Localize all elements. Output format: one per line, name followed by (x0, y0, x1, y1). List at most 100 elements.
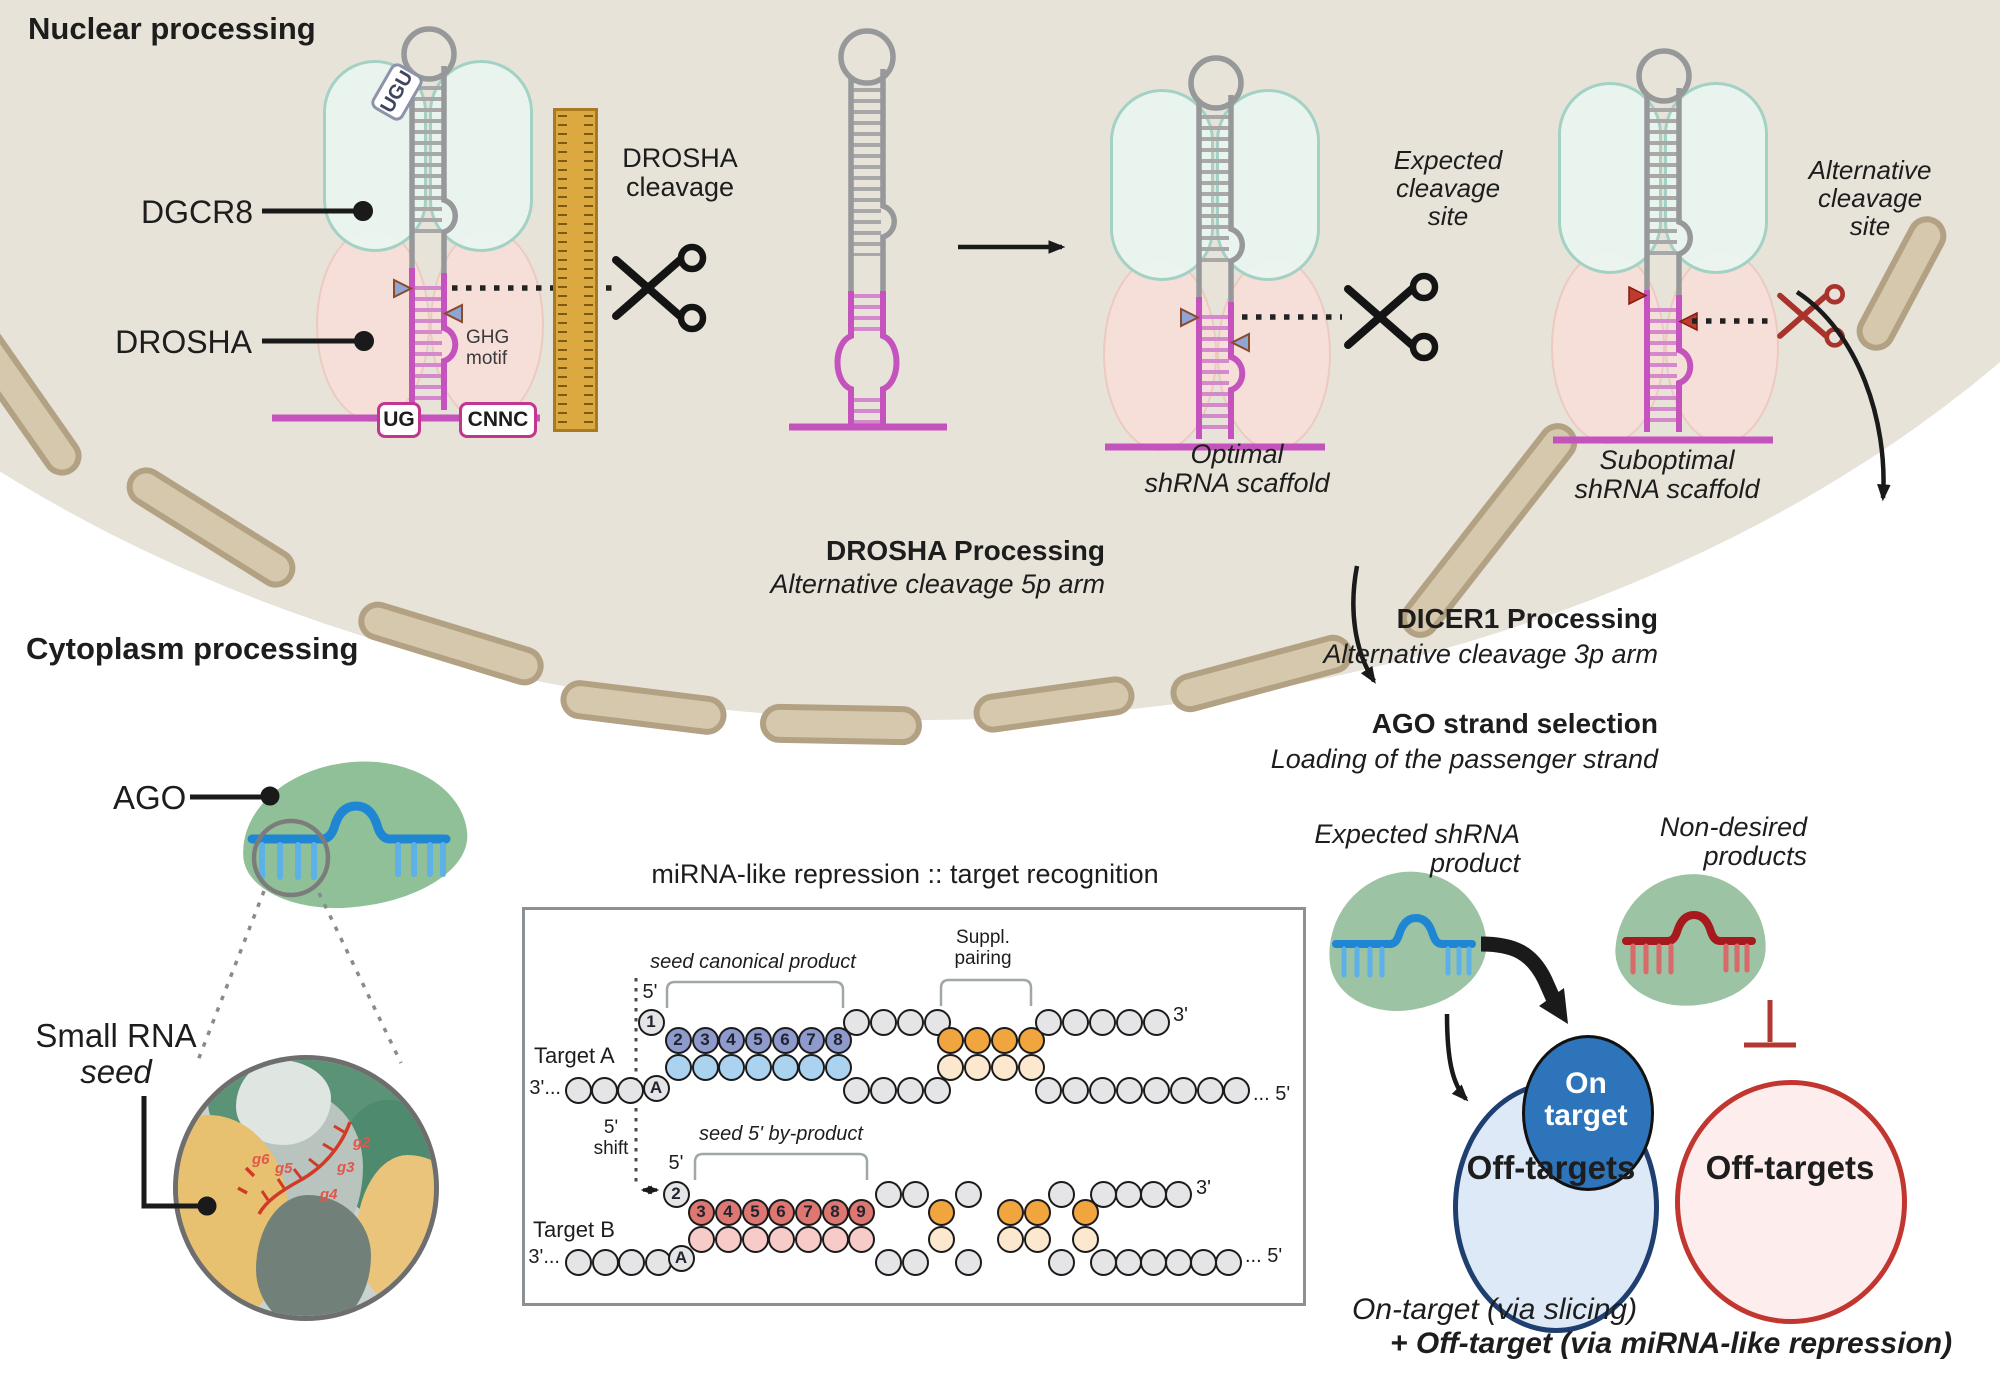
ug-motif-label: UG (383, 408, 415, 431)
nucleotide-circle (1047, 1248, 1075, 1276)
nucleotide-circle: 9 (847, 1198, 875, 1226)
alternative-site-line2: cleavage (1817, 183, 1923, 214)
drosha-cleavage-line1: DROSHA (622, 143, 738, 173)
nucleotide-circle (1114, 1248, 1142, 1276)
nucleotide-circle (842, 1008, 870, 1036)
nucleotide-circle (767, 1225, 795, 1253)
optimal-line2: shRNA scaffold (1144, 468, 1330, 499)
suboptimal-line2: shRNA scaffold (1574, 474, 1760, 505)
guide-rna-blue (247, 801, 451, 880)
nucleotide-circle (591, 1248, 619, 1276)
nucleotide-circle (1017, 1053, 1045, 1081)
thick-arrow-on-target (1480, 936, 1568, 1024)
nucleotide-circle (564, 1076, 592, 1104)
nucleotide-circle (1061, 1008, 1089, 1036)
off-targets-right-label: Off-targets (1705, 1149, 1875, 1186)
three-prime-dots-a: 3'... (529, 1077, 561, 1099)
ago-selection-title: AGO strand selection (1371, 708, 1658, 739)
nucleotide-circle (901, 1180, 929, 1208)
nucleotide-circle (824, 1053, 852, 1081)
label-pointers (141, 201, 374, 1216)
nucleotide-circle (896, 1008, 924, 1036)
nucleotide-circle (1189, 1248, 1217, 1276)
suppl-pairing-label: Suppl. pairing (954, 927, 1011, 969)
ago-selection-block: AGO strand selection Loading of the pass… (1270, 708, 1658, 775)
nucleotide-circle (927, 1225, 955, 1253)
caption-on-target: On-target (via slicing) (1352, 1293, 1638, 1326)
suppl-bracket (939, 978, 1033, 1006)
nucleotide-circle (1047, 1180, 1075, 1208)
seed-position-label: g5 (275, 1160, 293, 1177)
on-target-line1: On (1565, 1067, 1607, 1100)
nucleotide-circle (717, 1053, 745, 1081)
nucleotide-circle: 4 (717, 1026, 745, 1054)
basepair-rungs (1649, 108, 1677, 260)
magnifier-cone-dotted (195, 890, 403, 1064)
ghg-line1: GHG (466, 327, 510, 348)
dicer-processing-subtitle: Alternative cleavage 3p arm (1323, 639, 1658, 670)
magnifier-ring (251, 818, 331, 898)
panel-title: miRNA-like repression :: target recognit… (651, 859, 1159, 889)
nucleotide-circle: 2 (662, 1180, 690, 1208)
nucleotide-circle: 5 (741, 1198, 769, 1226)
ruler-ticks (584, 115, 593, 425)
seed-position-label: g6 (252, 1151, 270, 1168)
dicer-processing-block: DICER1 Processing Alternative cleavage 3… (1323, 603, 1658, 670)
cnnc-motif-label: CNNC (467, 408, 529, 431)
nuclear-processing-title: Nuclear processing (28, 11, 316, 46)
ghg-line2: motif (466, 347, 508, 369)
off-targets-left-label: Off-targets (1466, 1149, 1636, 1186)
nucleotide-circle (936, 1026, 964, 1054)
optimal-scaffold-label: Optimal shRNA scaffold (1144, 439, 1330, 499)
nucleotide-circle (963, 1053, 991, 1081)
target-recognition-panel (522, 907, 1306, 1306)
alternative-cleavage-site-label: Alternative cleavage site (1809, 156, 1932, 240)
five-prime-b: 5' (668, 1152, 684, 1174)
expected-site-line3: site (1427, 201, 1469, 232)
nucleotide-circle (954, 1180, 982, 1208)
nucleotide-circle: 6 (771, 1026, 799, 1054)
ruler-ticks (558, 115, 567, 425)
nucleotide-circle (664, 1053, 692, 1081)
nucleotide-circle: 3 (687, 1198, 715, 1226)
arrow-expected-to-venn (1444, 1013, 1469, 1102)
ago-selection-subtitle: Loading of the passenger strand (1270, 744, 1658, 775)
expected-product-line1: Expected shRNA (1314, 819, 1520, 849)
nucleotide-circle (963, 1026, 991, 1054)
seed-bracket-b (693, 1152, 869, 1180)
three-prime-a: 3' (1173, 1004, 1188, 1026)
nucleotide-circle (923, 1076, 951, 1104)
optimal-line1: Optimal (1190, 439, 1284, 469)
nucleotide-circle: 5 (744, 1026, 772, 1054)
seed-position-label: g3 (337, 1159, 355, 1176)
basepair-rungs (414, 286, 442, 404)
three-prime-b: 3' (1196, 1177, 1211, 1199)
nucleotide-circle (1114, 1180, 1142, 1208)
nucleotide-circle (901, 1248, 929, 1276)
dicer-processing-title: DICER1 Processing (1396, 603, 1658, 634)
curved-arrow-cytoplasm (1351, 565, 1376, 684)
scissors-icon (1348, 276, 1435, 358)
ago-seed-structure-image (173, 1055, 439, 1321)
nucleotide-circle (821, 1225, 849, 1253)
nucleotide-circle (996, 1225, 1024, 1253)
five-prime-dots-b: ... 5' (1245, 1245, 1283, 1267)
on-target-circle (1522, 1035, 1654, 1191)
small-rna-line2: seed (80, 1052, 152, 1090)
nucleotide-circle (1222, 1076, 1250, 1104)
nucleotide-circle: A (642, 1074, 670, 1102)
nucleotide-circle (617, 1248, 645, 1276)
hairpin-free (838, 31, 897, 425)
nucleotide-circle (954, 1248, 982, 1276)
nucleotide-circle: 6 (767, 1198, 795, 1226)
basepair-rungs (1649, 308, 1677, 426)
guide-rna-red-small (1622, 910, 1756, 975)
cnnc-motif-tag: CNNC (459, 402, 537, 438)
small-rna-seed-label: Small RNA seed (35, 1018, 196, 1089)
drosha-cleavage-label: DROSHA cleavage (622, 143, 738, 202)
nucleotide-circle (842, 1076, 870, 1104)
venn-circle-nondesired (1675, 1080, 1907, 1324)
nucleotide-circle (1142, 1008, 1170, 1036)
caption-off-target: + Off-target (via miRNA-like repression) (1390, 1327, 1953, 1360)
scissors-red-icon (1780, 286, 1843, 345)
